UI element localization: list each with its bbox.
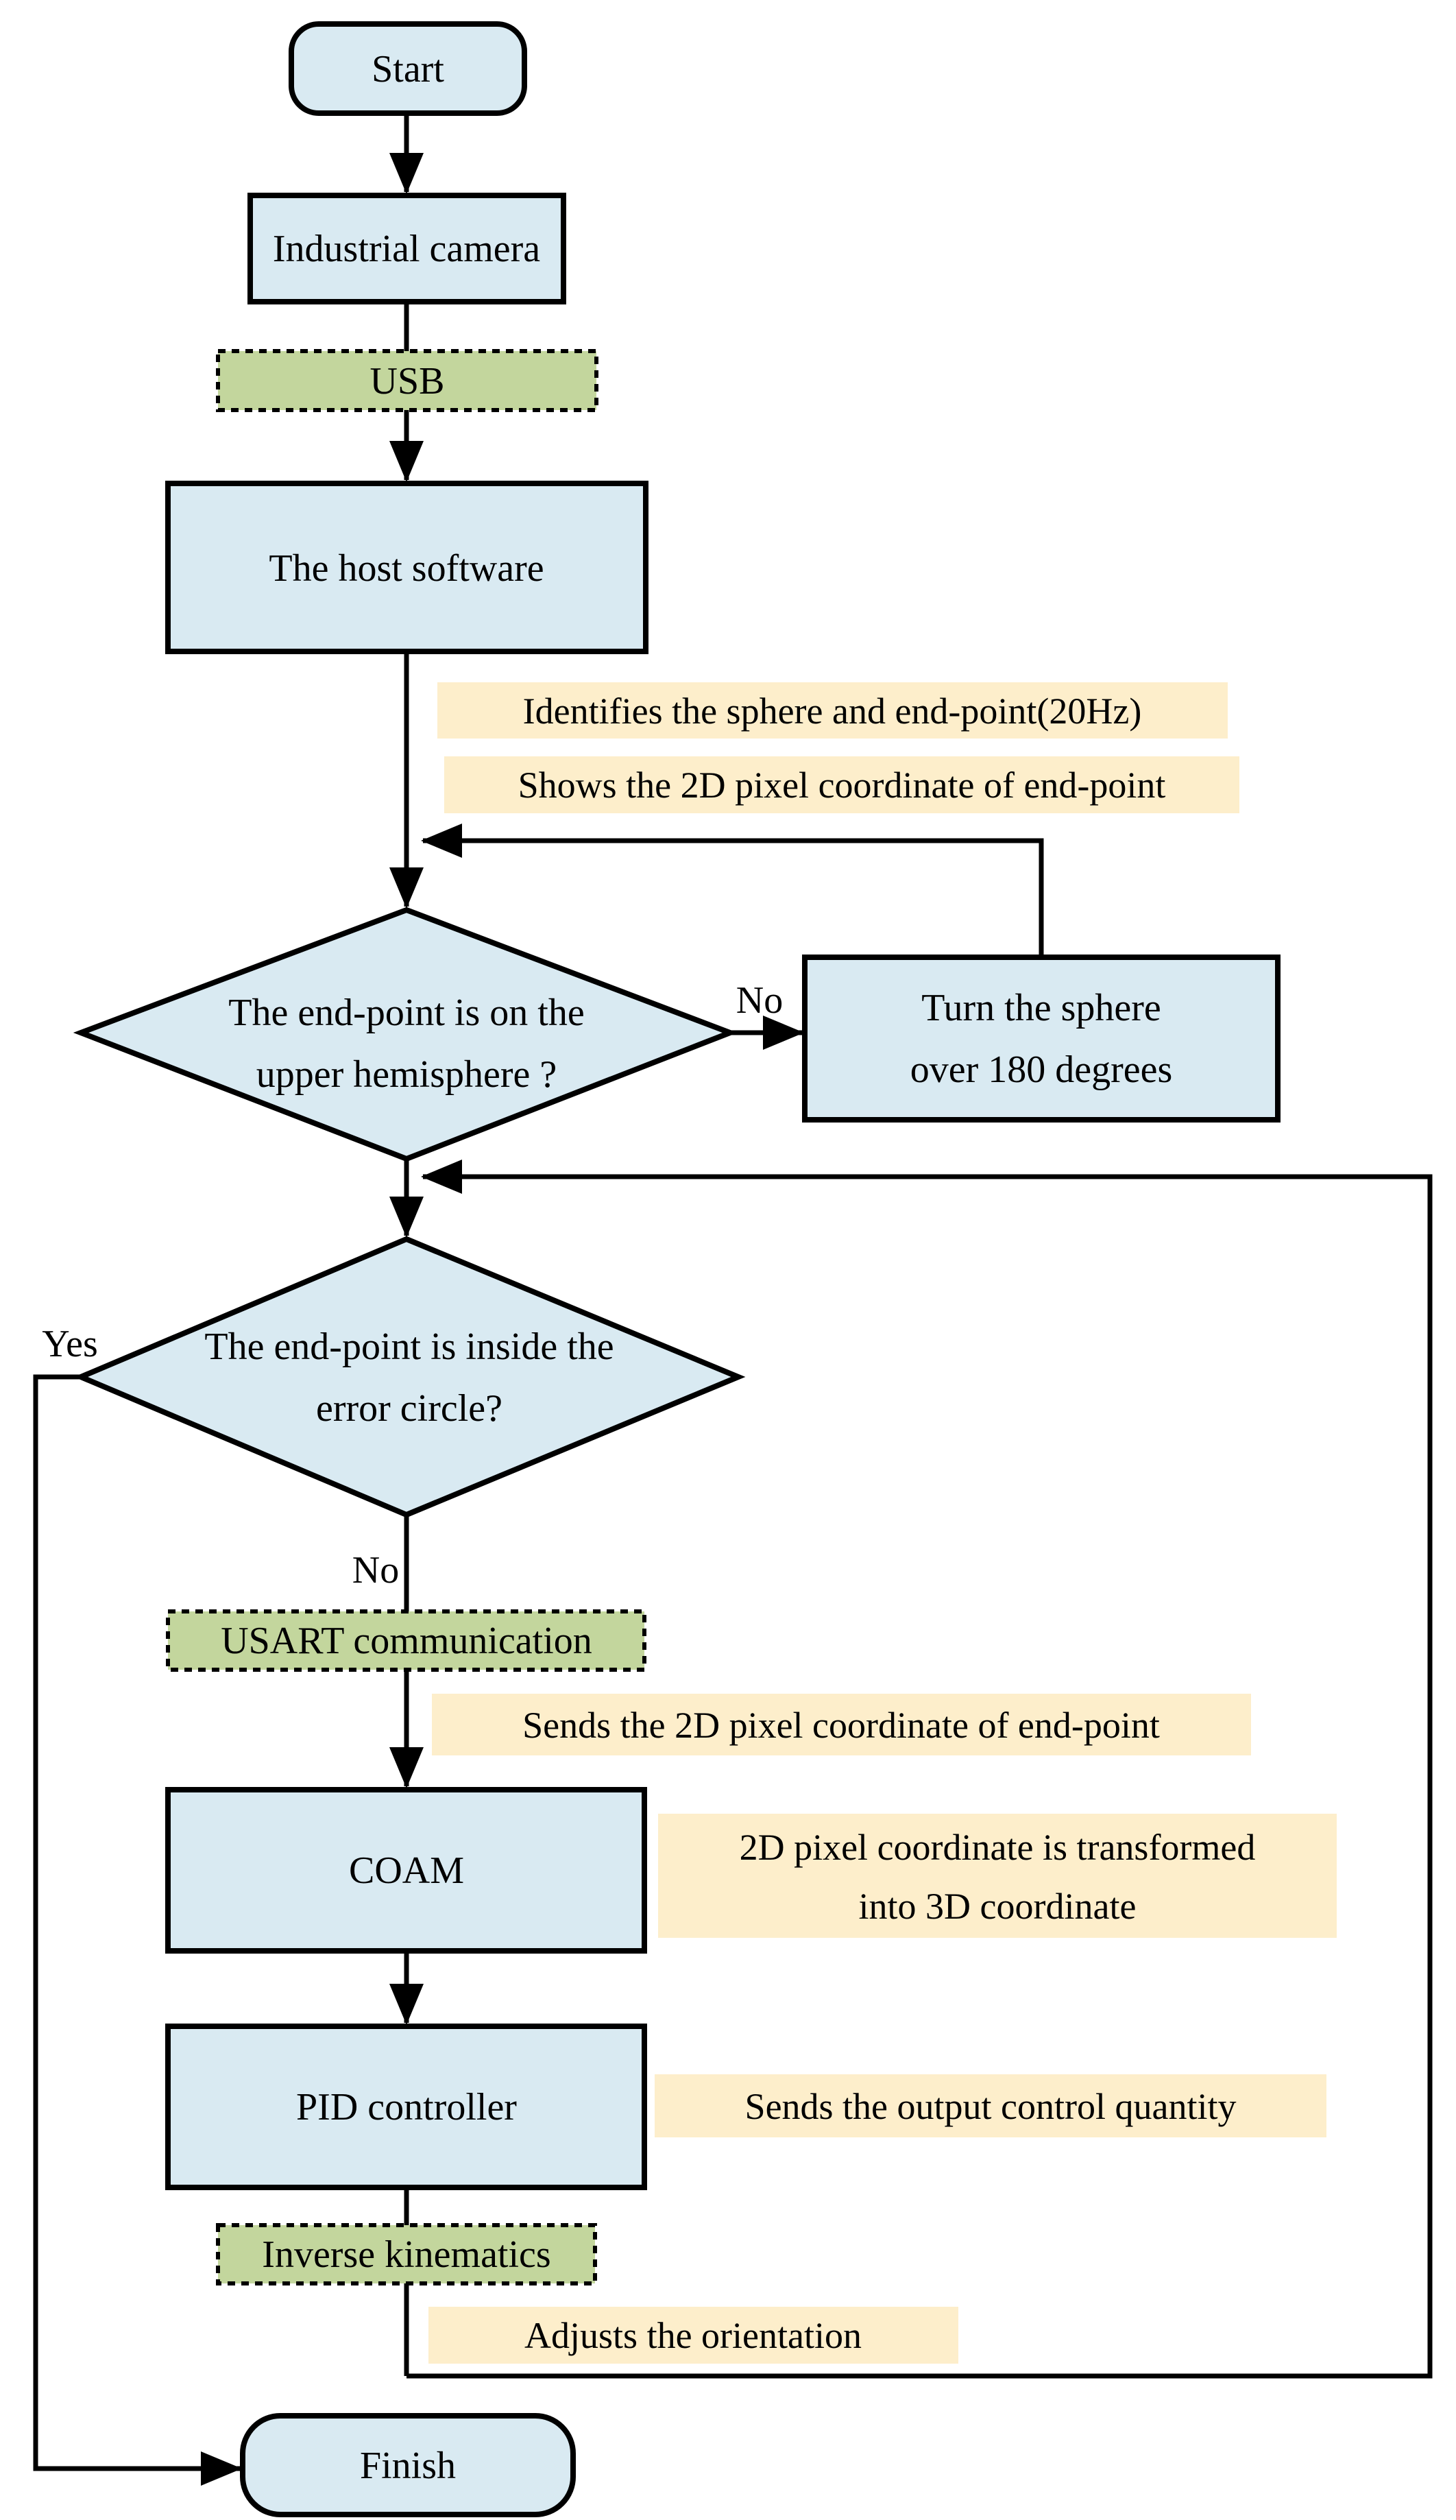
edge-turn-sphere-feedback-loop [421, 824, 1044, 957]
annotation-identify-sphere [437, 682, 1228, 739]
annotation-transform-3d [658, 1814, 1337, 1938]
node-decision-upper-hemisphere-line1: The end-point is on the [228, 992, 584, 1034]
node-inverse-kinematics [216, 2223, 597, 2285]
node-industrial-camera-label: Industrial camera [273, 228, 540, 270]
node-turn-sphere-line1: Turn the sphere [921, 987, 1161, 1029]
annotation-sends-coordinate [432, 1694, 1251, 1755]
annotation-shows-coordinate [444, 756, 1239, 813]
node-coam [165, 1787, 647, 1954]
node-usb [216, 349, 598, 412]
annotation-sends-coordinate-text: Sends the 2D pixel coordinate of end-poi… [522, 1705, 1160, 1746]
annotation-transform-3d-line1: 2D pixel coordinate is transformed [740, 1827, 1256, 1868]
edge-adjust-feedback-loop [407, 1160, 1433, 2379]
node-finish-label: Finish [360, 2445, 456, 2487]
edge-label-yes-error: Yes [42, 1323, 97, 1365]
annotation-adjusts-orientation [428, 2307, 958, 2364]
node-usb-label: USB [370, 360, 445, 403]
annotation-adjusts-orientation-text: Adjusts the orientation [524, 2315, 862, 2356]
node-decision-error-circle [73, 1236, 746, 1518]
edge-label-no-hemisphere: No [736, 979, 783, 1022]
node-decision-upper-hemisphere [73, 907, 738, 1162]
node-usart [166, 1609, 646, 1672]
node-decision-upper-hemisphere-line2: upper hemisphere ? [256, 1053, 557, 1096]
node-usart-label: USART communication [221, 1620, 592, 1662]
annotation-identify-sphere-text: Identifies the sphere and end-point(20Hz… [523, 691, 1142, 732]
node-start-label: Start [372, 48, 444, 91]
edge-error-yes-to-finish [33, 1374, 242, 2486]
node-pid-controller-label: PID controller [296, 2086, 517, 2128]
node-finish [240, 2413, 576, 2517]
annotation-transform-3d-line2: into 3D coordinate [859, 1886, 1137, 1927]
node-turn-sphere [802, 955, 1281, 1123]
node-decision-error-circle-line2: error circle? [316, 1387, 502, 1430]
node-turn-sphere-line2: over 180 degrees [910, 1048, 1173, 1091]
node-inverse-kinematics-label: Inverse kinematics [262, 2233, 550, 2276]
edge-label-no-error: No [352, 1549, 399, 1592]
node-pid-controller [165, 2024, 647, 2190]
annotation-sends-output [655, 2074, 1326, 2137]
node-coam-label: COAM [349, 1849, 464, 1892]
node-decision-error-circle-line1: The end-point is inside the [204, 1325, 614, 1368]
node-industrial-camera [247, 193, 566, 304]
annotation-shows-coordinate-text: Shows the 2D pixel coordinate of end-poi… [518, 765, 1166, 806]
annotation-sends-output-text: Sends the output control quantity [745, 2086, 1237, 2127]
node-start [289, 21, 527, 116]
node-host-software [165, 481, 648, 654]
node-host-software-label: The host software [269, 547, 544, 590]
